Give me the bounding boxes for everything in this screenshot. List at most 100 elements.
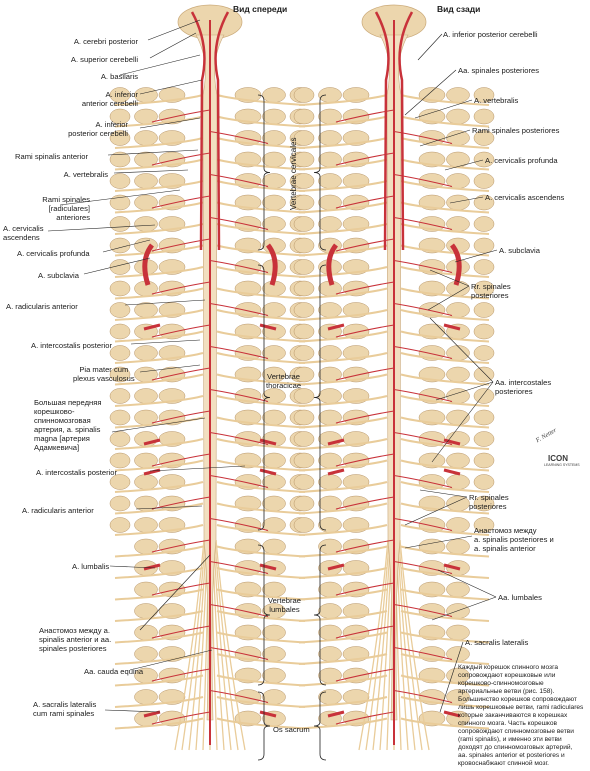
label-anastomosis-front: Анастомоз между a. spinalis anterior и a… xyxy=(39,626,112,653)
back-vertebra-piece xyxy=(293,87,315,103)
back-segmental-branch xyxy=(335,238,395,252)
back-nerve-root xyxy=(298,266,388,278)
label-a-inferior-posterior-cerebelli: A. inferior posterior cerebelli xyxy=(68,120,128,138)
leader-line xyxy=(104,709,161,713)
back-vertebra-piece xyxy=(446,452,470,469)
front-vertebra-piece xyxy=(262,87,286,103)
front-segmental-branch xyxy=(151,367,211,381)
publisher-logo-subtitle: LEARNING SYSTEMS xyxy=(544,463,580,467)
back-vertebra-piece xyxy=(293,194,315,211)
back-vertebra-piece xyxy=(446,194,470,211)
back-nerve-root xyxy=(400,395,490,407)
front-vertebra-piece xyxy=(109,409,131,426)
front-nerve-root xyxy=(216,266,306,278)
front-nerve-root xyxy=(216,524,306,536)
front-segmental-branch xyxy=(209,560,269,575)
leader-line xyxy=(109,565,156,569)
publisher-logo: ICON xyxy=(548,454,568,463)
back-vertebra-piece xyxy=(446,87,470,103)
back-vertebra-piece xyxy=(473,452,495,469)
label-aa-cauda-equina: Aa. cauda equina xyxy=(84,667,144,676)
front-cauda-fiber xyxy=(214,539,239,751)
back-nerve-root xyxy=(400,201,490,214)
leader-lines-layer xyxy=(47,19,498,713)
back-intercostal-stub xyxy=(327,563,345,571)
back-nerve-root xyxy=(298,459,388,472)
back-vertebra-piece xyxy=(473,237,495,254)
leader-line xyxy=(47,224,156,232)
front-vertebra-piece xyxy=(262,409,286,426)
back-vertebra-piece xyxy=(318,173,342,189)
leader-line xyxy=(449,196,484,204)
back-nerve-root xyxy=(400,115,490,128)
front-vertebra-piece xyxy=(134,603,158,619)
leader-line xyxy=(454,249,498,263)
front-segmental-branch xyxy=(209,345,269,360)
back-nerve-root xyxy=(400,481,490,493)
front-vertebra-piece xyxy=(134,216,158,232)
back-vertebra-piece xyxy=(473,280,495,297)
front-segmental-branch xyxy=(209,603,269,618)
back-nerve-root xyxy=(298,545,388,558)
front-intercostal-stub xyxy=(143,438,161,446)
back-nerve-root xyxy=(298,352,388,364)
back-vertebra-piece xyxy=(473,495,495,512)
front-segmental-branch xyxy=(209,259,269,274)
back-intercostal-stub xyxy=(327,710,345,718)
back-segmental-branch xyxy=(393,517,453,532)
leader-line xyxy=(149,32,197,59)
leader-line xyxy=(404,69,457,116)
front-nerve-root xyxy=(216,223,306,235)
front-nerve-root xyxy=(216,180,306,192)
front-vertebra-piece xyxy=(109,495,131,512)
front-segmental-branch xyxy=(151,711,211,725)
front-cauda-fiber xyxy=(188,539,208,751)
leader-line xyxy=(129,649,213,671)
region-brace xyxy=(313,94,327,251)
front-nerve-root xyxy=(216,696,306,708)
back-vertebra-piece xyxy=(318,87,342,103)
back-vertebra-piece xyxy=(293,259,315,275)
back-intercostal-stub xyxy=(327,438,345,446)
leader-line xyxy=(427,285,470,311)
back-nerve-root xyxy=(400,524,490,536)
back-segmental-branch xyxy=(393,173,453,188)
front-nerve-root xyxy=(216,395,306,407)
back-vertebra-piece xyxy=(473,216,495,232)
front-nerve-root xyxy=(114,459,204,472)
leader-line xyxy=(429,317,494,383)
front-segmental-branch xyxy=(209,302,269,317)
front-vertebra-piece xyxy=(109,388,131,404)
label-a-intercostalis-posterior-mid: A. intercostalis posterior xyxy=(36,468,118,477)
front-segmental-branch xyxy=(209,431,269,446)
leader-line xyxy=(147,19,201,41)
front-nerve-root xyxy=(114,631,204,644)
back-nerve-root xyxy=(400,696,490,708)
back-segmental-branch xyxy=(393,560,453,575)
back-vertebra-piece xyxy=(446,366,470,383)
leader-line xyxy=(83,257,151,275)
label-a-intercostalis-posterior-top: A. intercostalis posterior xyxy=(31,341,113,350)
back-vertebra-piece xyxy=(446,495,470,512)
leader-line xyxy=(149,465,246,472)
front-nerve-root xyxy=(114,266,204,278)
front-segmental-branch xyxy=(151,109,211,123)
back-segmental-branch xyxy=(335,582,395,596)
back-nerve-root xyxy=(400,588,490,601)
back-nerve-root xyxy=(298,610,388,622)
front-vertebra-piece xyxy=(109,280,131,297)
back-vertebra-piece xyxy=(293,323,315,340)
front-nerve-root xyxy=(114,395,204,407)
front-intercostal-stub xyxy=(259,468,277,476)
label-a-cervicalis-ascendens-front: A. cervicalis ascendens xyxy=(3,224,44,242)
front-vertebral-artery-left xyxy=(190,11,206,251)
front-nerve-root xyxy=(216,115,306,128)
back-segmental-branch xyxy=(335,539,395,553)
front-vertebra-piece xyxy=(109,345,131,361)
front-vertebra-piece xyxy=(262,151,286,168)
label-vertebrae-lumbales: Vertebrae lumbales xyxy=(268,596,301,614)
front-vertebra-piece xyxy=(134,517,158,533)
back-vertebra-piece xyxy=(293,495,315,512)
back-intercostal-stub xyxy=(443,323,461,331)
back-segmental-branch xyxy=(335,711,395,725)
